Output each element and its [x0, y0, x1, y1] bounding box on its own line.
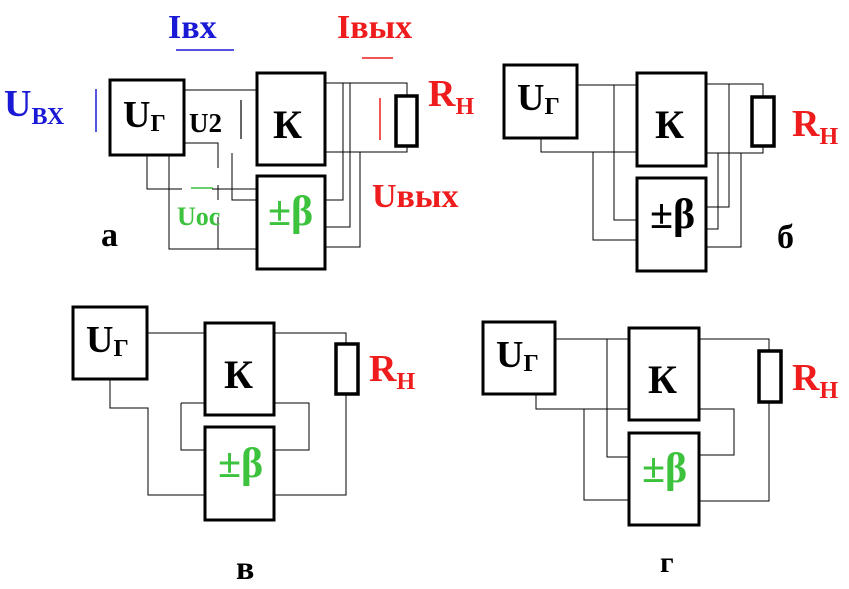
u-in-label: UВХ: [4, 83, 65, 130]
generator-label-a: UГ: [123, 94, 166, 137]
amplifier-label-a: К: [273, 102, 302, 147]
u-out-label: Uвых: [372, 178, 458, 215]
panel-b: UГ К ±β RН б: [502, 63, 838, 273]
load-resistor-g: [757, 349, 783, 404]
generator-block-v: [71, 305, 149, 381]
generator-block-b: [502, 63, 579, 140]
amplifier-label-b: К: [655, 102, 684, 147]
generator-block-g: [481, 320, 557, 396]
load-resistor-b: [750, 95, 776, 148]
amplifier-block-v: [203, 321, 276, 417]
feedback-block-v: [203, 425, 276, 522]
generator-label-g: UГ: [496, 334, 539, 377]
u-fb-label: Uос: [177, 202, 220, 231]
panel-label-v: в: [236, 550, 254, 587]
load-label-b: RН: [792, 103, 838, 150]
panel-a: UГ К ±β RН UВХ Iвх Iвых Uвых U2 Uос а: [4, 9, 474, 271]
generator-label-v: UГ: [86, 319, 129, 362]
i-in-label: Iвх: [168, 9, 217, 46]
generator-block-a: [108, 78, 186, 157]
panel-b-wires: [540, 83, 764, 248]
panel-label-a: а: [101, 217, 118, 254]
feedback-block-g: [627, 431, 701, 527]
feedback-block-b: [635, 176, 708, 273]
feedback-label-v: ±β: [218, 441, 263, 487]
feedback-block-a: [255, 174, 327, 271]
i-out-label: Iвых: [337, 9, 412, 46]
panel-label-g: г: [660, 546, 674, 579]
panel-a-wires: [146, 82, 408, 250]
amplifier-block-a: [255, 71, 327, 167]
amplifier-label-g: К: [648, 357, 677, 402]
load-label-v: RН: [369, 348, 415, 395]
panel-g-wires: [535, 338, 770, 502]
feedback-label-b: ±β: [650, 192, 695, 238]
generator-label-b: UГ: [517, 77, 560, 120]
feedback-label-a: ±β: [268, 189, 313, 235]
load-label-a: RН: [428, 73, 474, 120]
panel-label-b: б: [777, 219, 794, 256]
feedback-label-g: ±β: [642, 446, 687, 492]
load-resistor-a: [394, 94, 419, 148]
load-resistor-v: [334, 342, 360, 396]
u2-label: U2: [189, 108, 222, 138]
amplifier-block-b: [635, 71, 708, 168]
panel-g: UГ К ±β RН г: [481, 320, 838, 579]
amplifier-label-v: К: [224, 352, 253, 397]
amplifier-block-g: [627, 326, 701, 422]
panel-v: UГ К ±β RН в: [71, 305, 415, 587]
load-label-g: RН: [792, 357, 838, 404]
